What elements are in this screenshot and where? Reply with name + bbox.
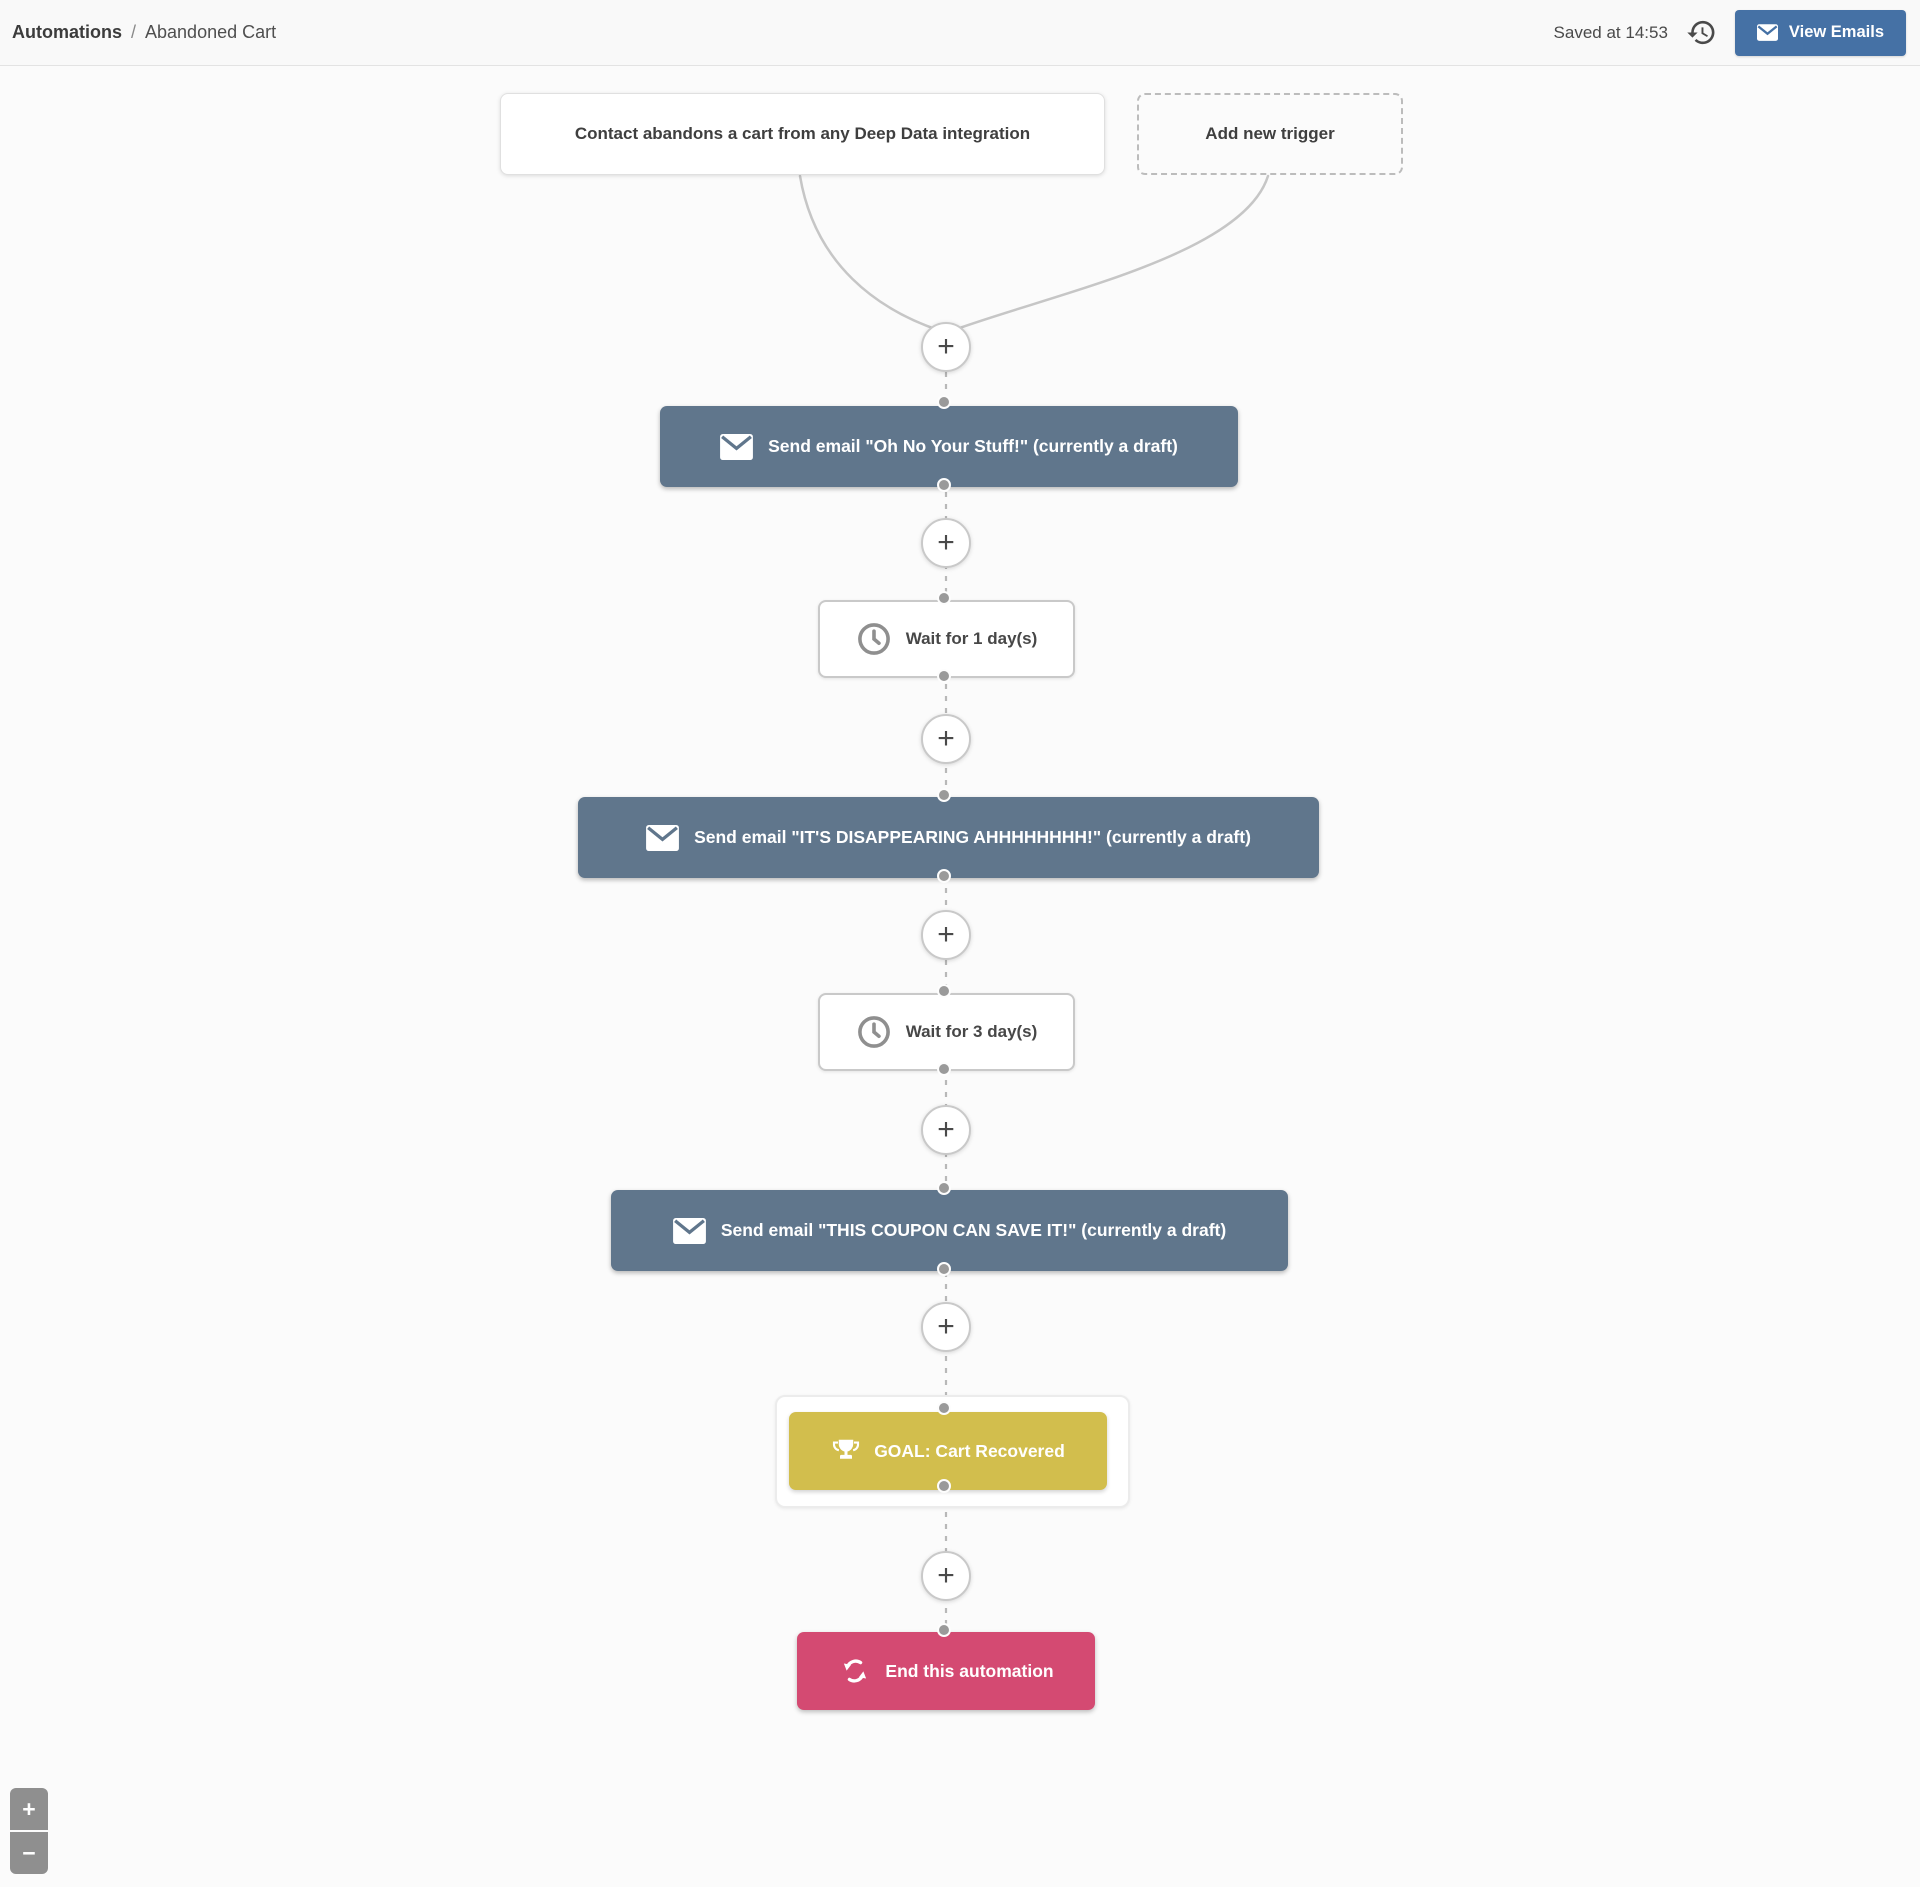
saved-status: Saved at 14:53: [1553, 22, 1668, 42]
email-step-node[interactable]: Send email "THIS COUPON CAN SAVE IT!" (c…: [611, 1190, 1288, 1271]
plus-icon: +: [937, 1310, 955, 1343]
zoom-in-button[interactable]: +: [10, 1788, 48, 1830]
wait-step-label: Wait for 3 day(s): [905, 1022, 1038, 1041]
connector-dot: [937, 869, 951, 883]
connector-dot: [937, 1262, 951, 1276]
breadcrumb-separator: /: [131, 22, 137, 42]
envelope-icon: [720, 433, 754, 460]
envelope-icon: [646, 824, 679, 851]
connector-dot: [937, 591, 951, 605]
connector-dot: [937, 1623, 951, 1637]
view-emails-button[interactable]: View Emails: [1734, 9, 1906, 56]
connector-dot: [937, 984, 951, 998]
end-automation-node[interactable]: End this automation: [797, 1632, 1095, 1710]
wait-step-node[interactable]: Wait for 3 day(s): [818, 993, 1075, 1071]
connector-dot: [937, 1401, 951, 1415]
add-step-button[interactable]: +: [921, 714, 971, 764]
trigger-node[interactable]: Contact abandons a cart from any Deep Da…: [500, 93, 1105, 175]
add-step-button[interactable]: +: [921, 910, 971, 960]
add-step-button[interactable]: +: [921, 1551, 971, 1601]
connector-dot: [937, 1062, 951, 1076]
breadcrumb-automations[interactable]: Automations: [12, 22, 122, 42]
connector-dot: [937, 395, 951, 409]
view-emails-label: View Emails: [1788, 23, 1884, 41]
zoom-out-button[interactable]: −: [10, 1832, 48, 1874]
cycle-icon: [838, 1656, 872, 1686]
add-step-button[interactable]: +: [921, 1105, 971, 1155]
email-step-label: Send email "IT'S DISAPPEARING AHHHHHHHH!…: [694, 827, 1251, 847]
goal-step-container: GOAL: Cart Recovered: [775, 1395, 1130, 1508]
envelope-icon: [1756, 24, 1778, 41]
top-bar: Automations / Abandoned Cart Saved at 14…: [0, 0, 1920, 66]
email-step-label: Send email "Oh No Your Stuff!" (currentl…: [768, 436, 1178, 456]
clock-icon: [856, 1014, 892, 1050]
revision-history-button[interactable]: [1686, 17, 1717, 48]
add-trigger-label: Add new trigger: [1205, 124, 1335, 143]
trophy-icon: [831, 1436, 861, 1466]
plus-icon: +: [937, 330, 955, 363]
plus-icon: +: [937, 722, 955, 755]
wait-step-label: Wait for 1 day(s): [905, 629, 1038, 648]
plus-icon: +: [937, 1559, 955, 1592]
minus-icon: −: [22, 1839, 36, 1866]
canvas-zoom-controls: + −: [10, 1788, 48, 1874]
email-step-label: Send email "THIS COUPON CAN SAVE IT!" (c…: [720, 1220, 1227, 1240]
plus-icon: +: [937, 526, 955, 559]
top-bar-actions: Saved at 14:53 View Emails: [1553, 9, 1906, 56]
trigger-label: Contact abandons a cart from any Deep Da…: [574, 124, 1031, 143]
connector-dot: [937, 478, 951, 492]
envelope-icon: [672, 1217, 706, 1244]
add-step-button[interactable]: +: [921, 518, 971, 568]
connector-dot: [937, 788, 951, 802]
plus-icon: +: [937, 1113, 955, 1146]
goal-step-label: GOAL: Cart Recovered: [874, 1440, 1065, 1461]
plus-icon: +: [22, 1795, 36, 1822]
history-icon: [1686, 17, 1717, 48]
email-step-node[interactable]: Send email "Oh No Your Stuff!" (currentl…: [660, 406, 1238, 487]
connector-dot: [937, 1479, 951, 1493]
clock-icon: [856, 621, 892, 657]
goal-step-node[interactable]: GOAL: Cart Recovered: [789, 1412, 1107, 1490]
connector-dot: [937, 1181, 951, 1195]
add-step-button[interactable]: +: [921, 322, 971, 372]
plus-icon: +: [937, 918, 955, 951]
breadcrumb-current-page: Abandoned Cart: [145, 22, 277, 42]
email-step-node[interactable]: Send email "IT'S DISAPPEARING AHHHHHHHH!…: [578, 797, 1319, 878]
connector-dot: [937, 669, 951, 683]
add-new-trigger-button[interactable]: Add new trigger: [1137, 93, 1403, 175]
breadcrumb: Automations / Abandoned Cart: [12, 22, 276, 43]
wait-step-node[interactable]: Wait for 1 day(s): [818, 600, 1075, 678]
add-step-button[interactable]: +: [921, 1302, 971, 1352]
end-automation-label: End this automation: [885, 1660, 1054, 1681]
